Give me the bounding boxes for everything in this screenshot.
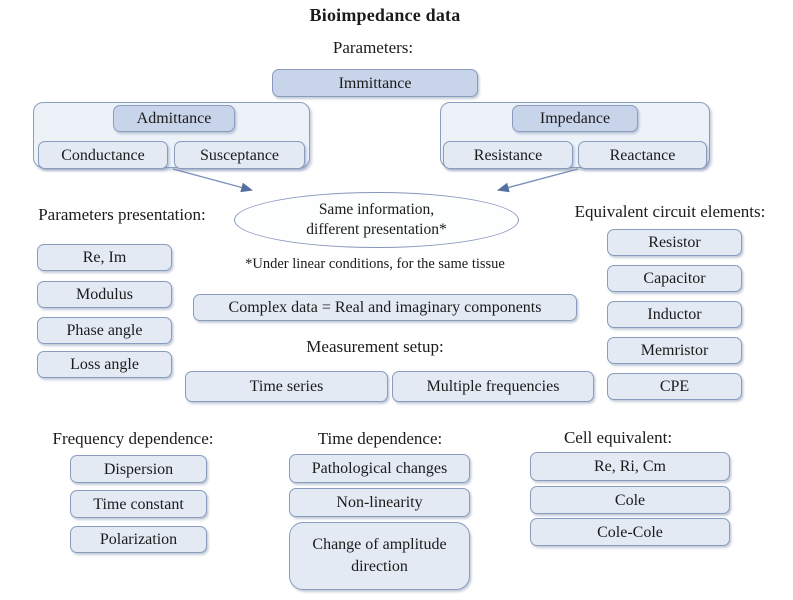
node-cpe: CPE [607, 373, 742, 400]
measurement-setup-heading: Measurement setup: [306, 337, 444, 356]
node-pathological-changes: Pathological changes [289, 454, 470, 483]
node-loss-angle: Loss angle [37, 351, 172, 378]
node-memristor: Memristor [607, 337, 742, 364]
same-information-ellipse: Same information, different presentation… [234, 192, 519, 248]
node-multiple-frequencies: Multiple frequencies [392, 371, 594, 402]
arrow-admittance-to-ellipse [172, 168, 254, 193]
node-non-linearity: Non-linearity [289, 488, 470, 517]
node-phase-angle: Phase angle [37, 317, 172, 344]
node-modulus: Modulus [37, 281, 172, 308]
node-impedance: Impedance [512, 105, 638, 132]
node-resistance: Resistance [443, 141, 573, 169]
node-admittance: Admittance [113, 105, 235, 132]
node-inductor: Inductor [607, 301, 742, 328]
time-dependence-heading: Time dependence: [317, 429, 443, 448]
node-change-of-amplitude-direction: Change of amplitude direction [289, 522, 470, 590]
node-conductance: Conductance [38, 141, 168, 169]
node-susceptance: Susceptance [174, 141, 305, 169]
frequency-dependence-heading: Frequency dependence: [52, 429, 214, 448]
node-cole: Cole [530, 486, 730, 514]
node-dispersion: Dispersion [70, 455, 207, 483]
parameters-heading: Parameters: [332, 38, 414, 57]
node-re-ri-cm: Re, Ri, Cm [530, 452, 730, 481]
arrow-impedance-to-ellipse [496, 168, 579, 193]
ellipse-line2: different presentation* [306, 221, 447, 238]
node-reactance: Reactance [578, 141, 707, 169]
diagram-title: Bioimpedance data [309, 5, 461, 25]
node-complex-data: Complex data = Real and imaginary compon… [193, 294, 577, 321]
node-cole-cole: Cole-Cole [530, 518, 730, 546]
node-immittance: Immittance [272, 69, 478, 97]
linear-conditions-footnote: *Under linear conditions, for the same t… [245, 256, 505, 272]
node-time-constant: Time constant [70, 490, 207, 518]
node-time-series: Time series [185, 371, 388, 402]
node-re-im: Re, Im [37, 244, 172, 271]
node-capacitor: Capacitor [607, 265, 742, 292]
node-resistor: Resistor [607, 229, 742, 256]
cell-equivalent-heading: Cell equivalent: [563, 428, 673, 447]
node-polarization: Polarization [70, 526, 207, 553]
equivalent-circuit-heading: Equivalent circuit elements: [574, 202, 766, 221]
ellipse-line1: Same information, [318, 201, 435, 218]
parameters-presentation-heading: Parameters presentation: [38, 205, 206, 224]
